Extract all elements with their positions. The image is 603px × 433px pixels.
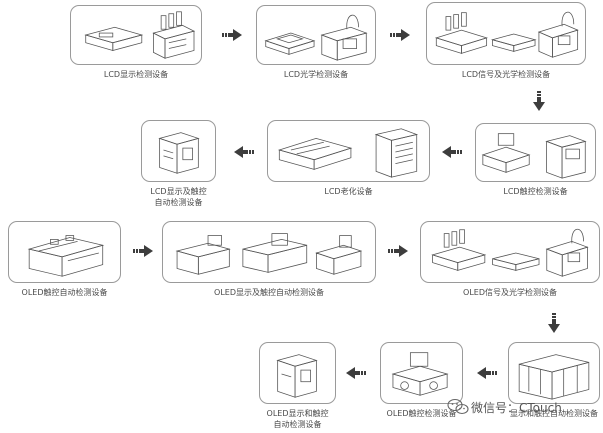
- node-lcd-aging: [267, 120, 430, 182]
- node-label: LCD显示检测设备: [103, 70, 169, 79]
- node-oled-touch-inspection: [380, 342, 463, 404]
- node-oled-display-touch-auto: [162, 221, 376, 283]
- equipment-illustration: [175, 233, 363, 275]
- node-label: OLED信号及光学检测设备: [463, 288, 557, 297]
- arrow-left-icon: [234, 146, 254, 158]
- arrow-left-icon: [346, 367, 366, 379]
- node-label: LCD信号及光学检测设备: [461, 70, 551, 79]
- node-label: LCD显示及触控: [150, 187, 207, 196]
- node-label: OLED显示及触控自动检测设备: [214, 288, 324, 297]
- equipment-illustration: [84, 11, 196, 59]
- arrow-down-icon: [533, 91, 545, 111]
- node-label: 自动检测设备: [273, 420, 322, 429]
- node-oled-display-touch-auto-final: [259, 342, 336, 404]
- node-label: OLED触控检测设备: [386, 409, 457, 418]
- equipment-illustration: [158, 132, 200, 174]
- node-display-touch-auto: [508, 342, 600, 404]
- arrow-left-icon: [477, 367, 497, 379]
- equipment-illustration: [518, 354, 590, 400]
- wechat-icon: [447, 398, 469, 415]
- equipment-illustration: [481, 133, 587, 179]
- watermark-text: 微信号：CTouch: [471, 401, 562, 415]
- arrow-right-icon: [222, 29, 242, 41]
- node-label: 自动检测设备: [154, 198, 203, 207]
- arrow-right-icon: [133, 245, 153, 257]
- equipment-illustration: [391, 352, 449, 396]
- node-lcd-display-touch-auto: [141, 120, 216, 182]
- watermark: 微信号：CTouch: [447, 398, 597, 416]
- equipment-illustration: [277, 128, 419, 178]
- node-lcd-signal-optical-inspection: [426, 2, 586, 65]
- node-lcd-touch-inspection: [475, 123, 596, 182]
- node-label: 显示和触控自动检测设备: [510, 409, 598, 418]
- node-label: OLED显示和触控: [266, 409, 329, 418]
- node-oled-signal-optical-inspection: [420, 221, 600, 283]
- node-lcd-display-inspection: [70, 5, 202, 65]
- node-lcd-optical-inspection: [256, 5, 376, 65]
- arrow-right-icon: [390, 29, 410, 41]
- equipment-illustration: [431, 228, 589, 277]
- arrow-right-icon: [388, 245, 408, 257]
- arrow-down-icon: [548, 313, 560, 333]
- equipment-illustration: [434, 11, 579, 58]
- equipment-illustration: [276, 354, 318, 398]
- equipment-illustration: [27, 235, 105, 277]
- equipment-illustration: [264, 14, 368, 61]
- node-oled-touch-auto: [8, 221, 121, 283]
- node-label: LCD老化设备: [324, 187, 373, 196]
- node-label: OLED触控自动检测设备: [21, 288, 108, 297]
- node-label: LCD触控检测设备: [503, 187, 568, 196]
- arrow-left-icon: [442, 146, 462, 158]
- node-label: LCD光学检测设备: [283, 70, 349, 79]
